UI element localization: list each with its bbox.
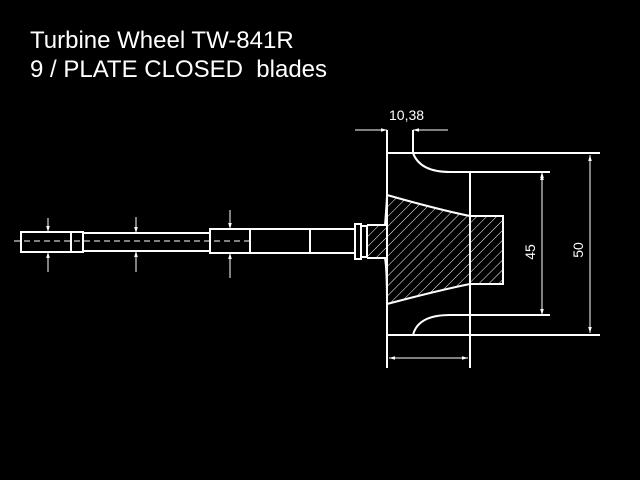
dimension-blade-tip-width: 10,38 [389, 107, 424, 123]
shaft-dimension-arrows [46, 210, 232, 278]
drawing-subtitle: 9 / PLATE CLOSED blades [30, 56, 328, 83]
dimension-outer-diameter: 50 [570, 242, 586, 258]
drawing-title: Turbine Wheel TW-841R [30, 27, 294, 54]
dimension-inner-diameter: 45 [522, 244, 538, 260]
wheel [367, 130, 600, 368]
dimension-lines [355, 128, 592, 360]
